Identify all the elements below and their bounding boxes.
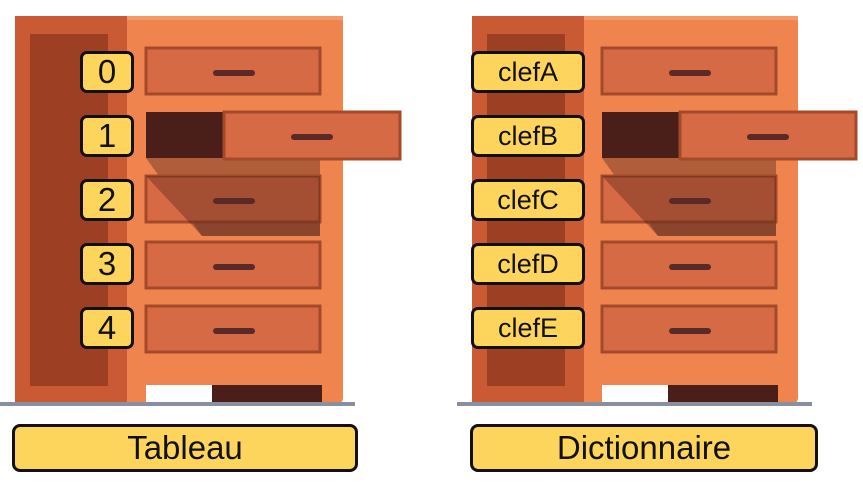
dict-key-tag-b: clefB [471, 115, 585, 157]
dict-key-tag-c: clefC [471, 179, 585, 221]
array-index-tag-4: 4 [80, 307, 134, 349]
array-caption: Tableau [12, 424, 358, 472]
array-drawer-0 [144, 46, 322, 96]
array-drawer-4 [144, 304, 322, 354]
dict-drawer-4 [600, 304, 778, 354]
array-index-tag-0: 0 [80, 51, 134, 93]
array-drawer-3 [144, 240, 322, 290]
array-index-tag-3: 3 [80, 243, 134, 285]
dict-key-tag-d: clefD [471, 243, 585, 285]
dict-key-tag-e: clefE [471, 307, 585, 349]
dict-drawer-3 [600, 240, 778, 290]
array-drawer-2 [144, 174, 322, 236]
dict-key-tag-a: clefA [471, 51, 585, 93]
dict-drawer-2 [600, 174, 778, 236]
array-index-tag-2: 2 [80, 179, 134, 221]
array-index-tag-1: 1 [80, 115, 134, 157]
dict-drawer-0 [600, 46, 778, 96]
dict-caption: Dictionnaire [470, 424, 818, 472]
